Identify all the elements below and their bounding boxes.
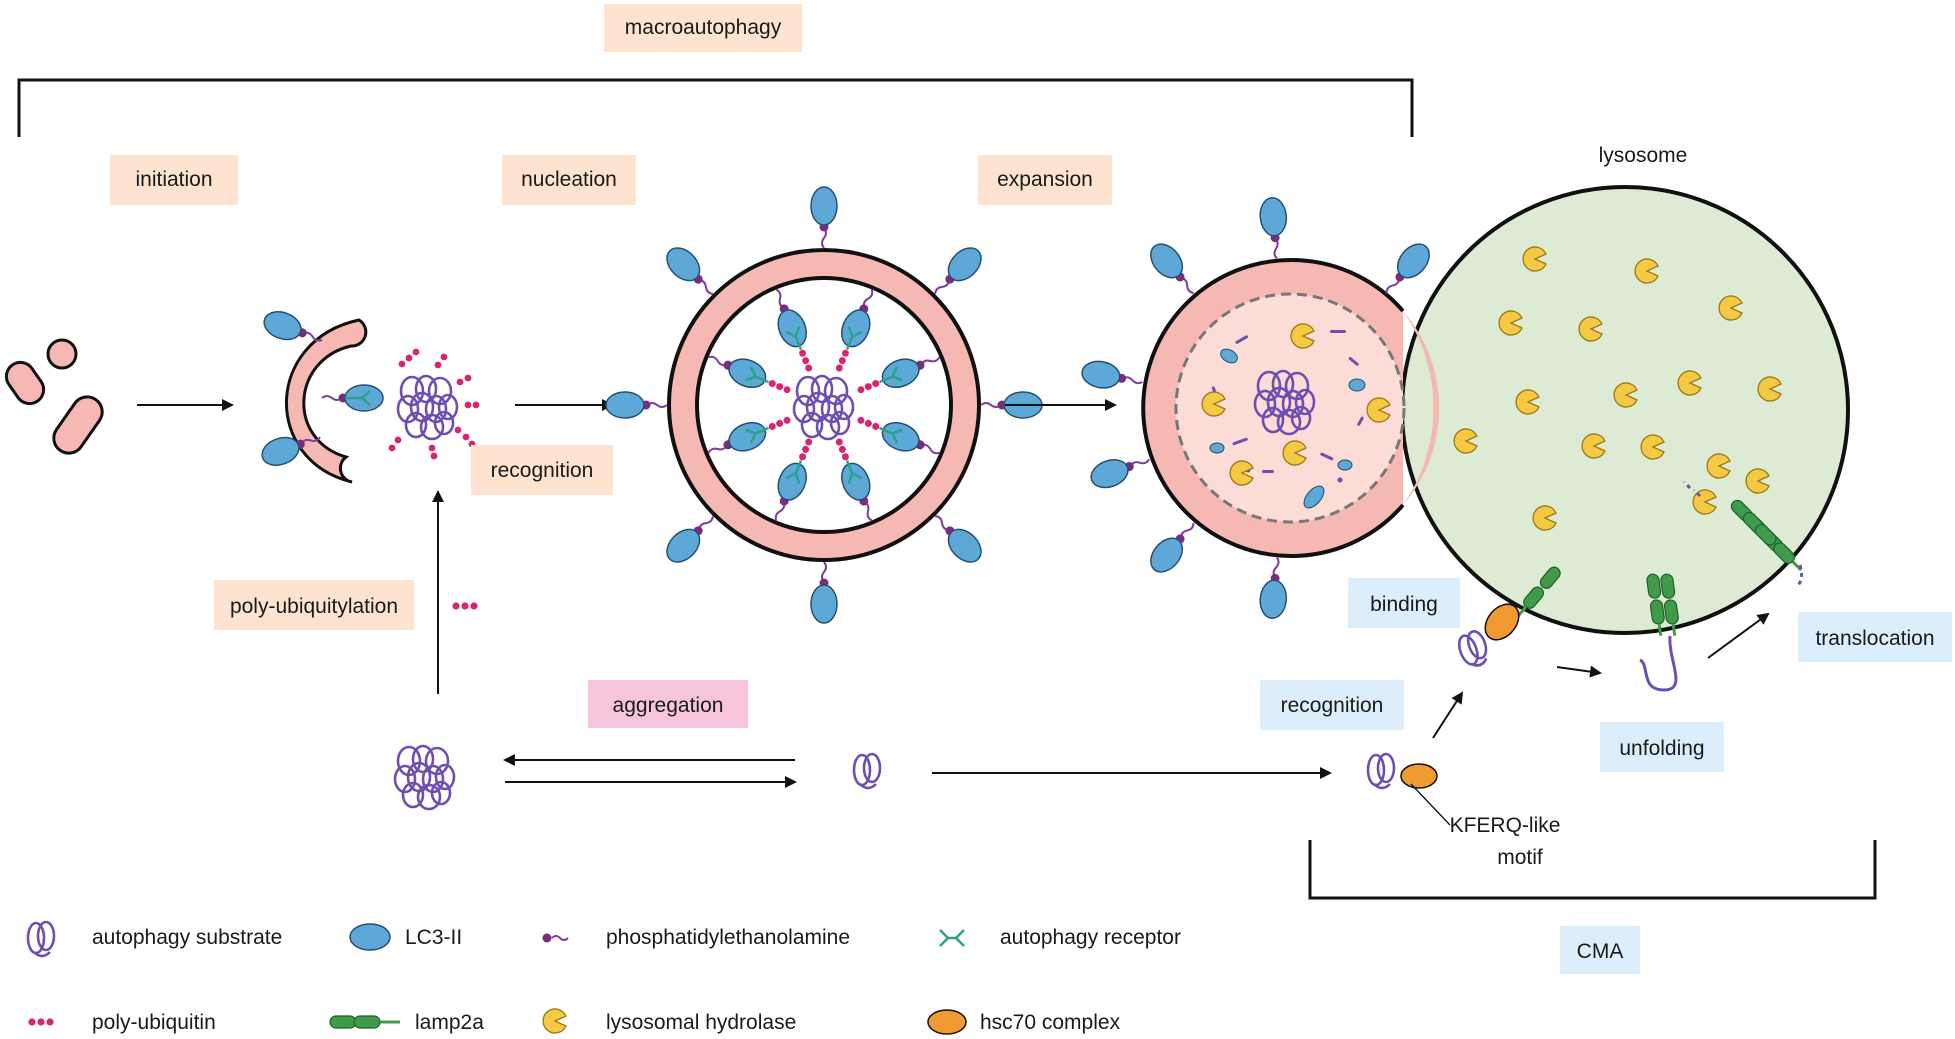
lc3-ii-icon — [349, 923, 391, 951]
legend-label: poly-ubiquitin — [92, 1011, 216, 1034]
legend-label: autophagy receptor — [1000, 926, 1181, 949]
autophagosome — [605, 186, 1043, 624]
legend-label: phosphatidylethanolamine — [606, 926, 850, 949]
poly-ubiquitin-icon — [28, 1018, 54, 1026]
poly-ubiquitin-icon — [388, 348, 480, 460]
nucleation-label: nucleation — [521, 168, 617, 191]
binding-label: binding — [1370, 593, 1438, 616]
hsc70-complex-icon — [927, 1009, 967, 1035]
initiation-label-box — [110, 155, 238, 205]
arrow-to-unfolding — [1556, 665, 1602, 678]
recognition-label: recognition — [491, 459, 594, 482]
poly-ubiquitin-icon — [452, 602, 478, 610]
lamp2a-translocation — [1682, 480, 1807, 587]
lamp2a-icon — [329, 1015, 400, 1029]
legend-label: lamp2a — [415, 1011, 484, 1034]
kferq-label-line2: motif — [1497, 846, 1543, 869]
recognition-cma-label-box — [1260, 680, 1404, 730]
legend-label: autophagy substrate — [92, 926, 282, 949]
cma-label-box — [1560, 926, 1640, 974]
legend-label: lysosomal hydrolase — [606, 1011, 796, 1034]
recognition-complex — [1366, 752, 1451, 826]
cma-label: CMA — [1577, 940, 1624, 963]
arrow-to-translocation — [1707, 612, 1770, 659]
unfolding-label: unfolding — [1619, 737, 1704, 760]
binding-label-box — [1348, 578, 1460, 628]
autolysosome — [1078, 195, 1440, 621]
cma-bracket — [1308, 840, 1877, 900]
poly-ubiquitylation-label: poly-ubiquitylation — [230, 595, 398, 618]
macroautophagy-label: macroautophagy — [625, 16, 782, 39]
initiation-label: initiation — [135, 168, 212, 191]
legend-label: LC3-II — [405, 926, 462, 949]
expansion-label-box — [978, 155, 1112, 205]
autophagy-substrate-icon — [26, 920, 56, 958]
aggregation-label-box — [588, 680, 748, 728]
substrate-aggregate-icon — [393, 744, 456, 811]
aggregation-label: aggregation — [613, 694, 724, 717]
membrane-fragments — [4, 338, 104, 455]
autophagy-receptor-icon — [939, 929, 965, 947]
unfolding-label-box — [1600, 722, 1724, 772]
unfolding-substrate — [1639, 635, 1678, 692]
binding-complex — [1454, 603, 1520, 672]
lysosomal-hydrolase-icon — [542, 1008, 567, 1034]
legend: autophagy substrate LC3-II phosphatidyle… — [26, 920, 1181, 1035]
macroautophagy-label-box — [604, 4, 802, 52]
lysosome-label: lysosome — [1599, 144, 1688, 167]
substrate-aggregate-icon — [396, 374, 459, 441]
macroautophagy-bracket — [17, 78, 1414, 137]
phosphatidylethanolamine-icon — [542, 933, 569, 943]
poly-ubiquitylation-label-box — [214, 580, 414, 630]
legend-label: hsc70 complex — [980, 1011, 1121, 1034]
autophagy-substrate-icon — [852, 752, 882, 790]
arrow-to-binding — [1432, 691, 1464, 739]
kferq-label-line1: KFERQ-like — [1450, 814, 1561, 837]
expansion-label: expansion — [997, 168, 1093, 191]
lysosome — [1400, 185, 1850, 635]
recognition-cma-label: recognition — [1281, 694, 1384, 717]
nucleation-label-box — [502, 155, 636, 205]
translocation-label-box — [1798, 612, 1952, 662]
phagophore — [257, 305, 480, 484]
recognition-label-box — [471, 445, 613, 495]
translocation-label: translocation — [1815, 627, 1934, 650]
